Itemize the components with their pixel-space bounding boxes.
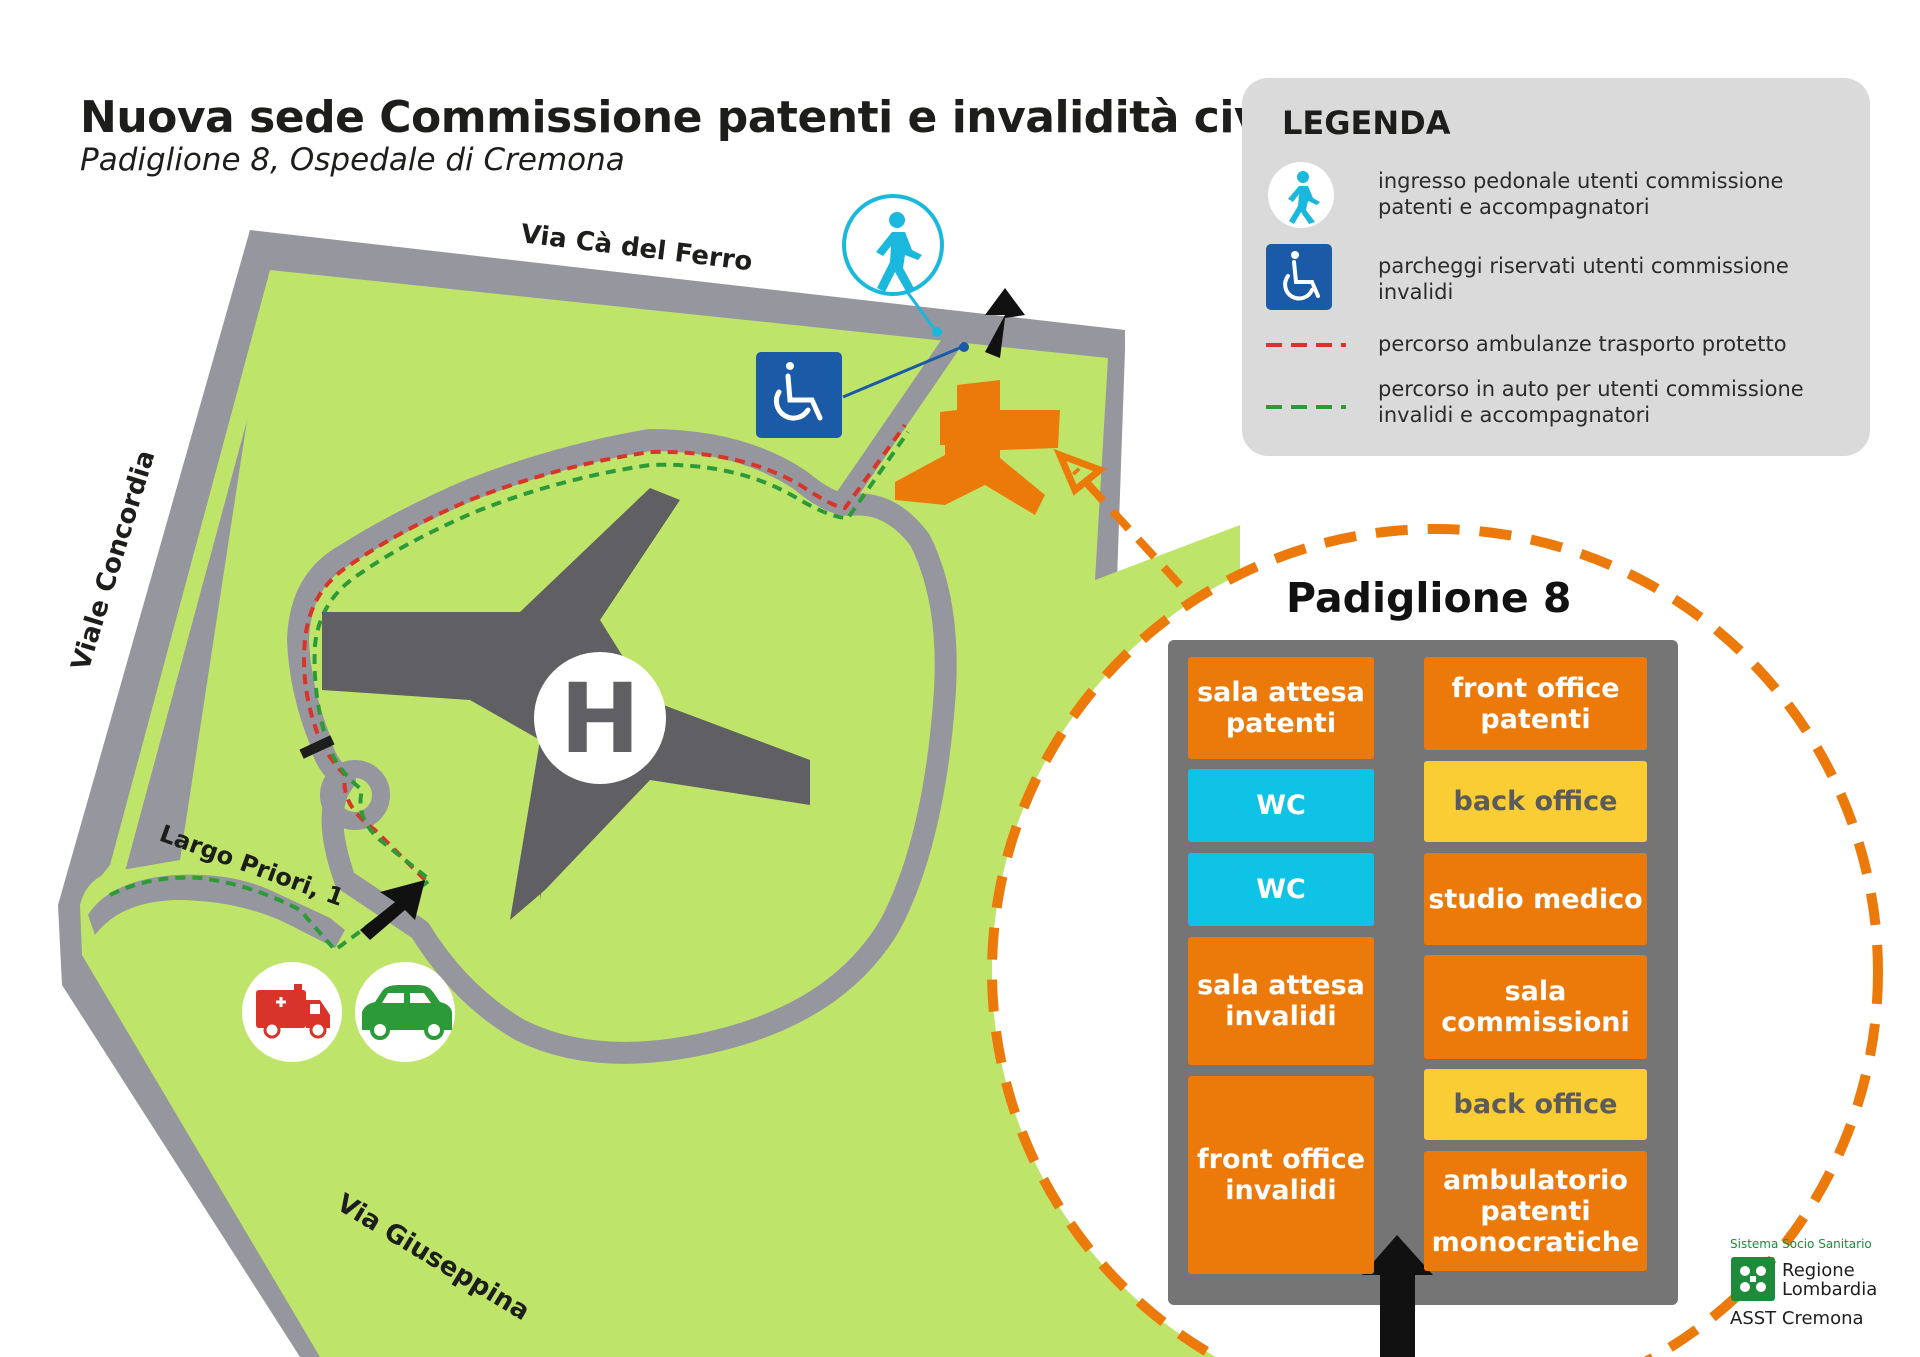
- north-access-road: [830, 335, 960, 515]
- wheelchair-icon: [773, 362, 823, 421]
- logo-asst-text: ASST Cremona: [1730, 1308, 1864, 1329]
- legend-item-parking: parcheggi riservati utenti commissione i…: [1378, 254, 1789, 304]
- legend-item-car-route: percorso in auto per utenti commissione …: [1378, 377, 1804, 427]
- helipad-label: H: [560, 663, 640, 775]
- car-route: [109, 430, 910, 953]
- legend-wheelchair-icon: [1266, 244, 1332, 310]
- reserved-parking-marker: [756, 352, 842, 438]
- room-ambulatorio-patenti-monocratiche: ambulatorio patenti monocratiche: [1424, 1151, 1647, 1271]
- regione-lombardia-logo-icon: [1731, 1257, 1775, 1301]
- parking-marker-dot: [959, 342, 969, 352]
- page-subtitle: Padiglione 8, Ospedale di Cremona: [80, 142, 625, 178]
- entrance-arrow: [360, 880, 425, 940]
- inset-connector-arrowhead: [1053, 448, 1107, 496]
- legend-pedestrian-icon: [1268, 162, 1334, 228]
- logo-system-text: Sistema Socio Sanitario: [1730, 1237, 1872, 1251]
- legend-item-ambulance-route: percorso ambulanze trasporto protetto: [1378, 332, 1787, 356]
- pedestrian-marker-leader: [906, 292, 937, 331]
- room-back-office-2: back office: [1424, 1069, 1647, 1140]
- roundabout: [320, 760, 390, 830]
- pedestrian-icon: [876, 212, 922, 293]
- legend-red-dashed-line: [1266, 343, 1346, 347]
- ambulance-icon: [256, 984, 330, 1039]
- pedestrian-marker-dot: [932, 327, 942, 337]
- room-front-office-invalidi: front office invalidi: [1188, 1076, 1374, 1274]
- inset-connector-line: [1072, 467, 1183, 588]
- logo-region-text: Regione Lombardia: [1782, 1260, 1878, 1300]
- ambulance-route: [302, 423, 907, 882]
- car-icon: [362, 985, 452, 1040]
- room-sala-attesa-patenti: sala attesa patenti: [1188, 657, 1374, 759]
- room-front-office-patenti: front office patenti: [1424, 657, 1647, 750]
- helipad-circle: [534, 652, 666, 784]
- page-title: Nuova sede Commissione patenti e invalid…: [80, 92, 1321, 143]
- legend-green-dashed-line: [1266, 405, 1346, 409]
- room-wc-2: WC: [1188, 853, 1374, 926]
- room-sala-attesa-invalidi: sala attesa invalidi: [1188, 937, 1374, 1065]
- room-sala-commissioni: sala commissioni: [1424, 955, 1647, 1059]
- park-west-edge: [90, 270, 285, 905]
- room-wc-1: WC: [1188, 769, 1374, 842]
- largo-priori-road: [88, 874, 345, 948]
- pavilion-title: Padiglione 8: [1286, 574, 1572, 622]
- legend-panel: LEGENDA ingresso pedonale utenti commiss…: [1242, 78, 1870, 456]
- room-back-office-1: back office: [1424, 761, 1647, 842]
- room-studio-medico: studio medico: [1424, 853, 1647, 945]
- legend-item-pedestrian: ingresso pedonale utenti commissione pat…: [1378, 169, 1784, 219]
- north-gate-arrow: [985, 288, 1025, 358]
- internal-ring-road: [287, 429, 957, 1064]
- pavilion-8-building: [895, 380, 1060, 515]
- legend-title: LEGENDA: [1282, 104, 1451, 142]
- parking-marker-leader: [842, 345, 963, 399]
- barrier-mark: [299, 735, 335, 759]
- pavilion-entrance-arrow: [1362, 1235, 1433, 1357]
